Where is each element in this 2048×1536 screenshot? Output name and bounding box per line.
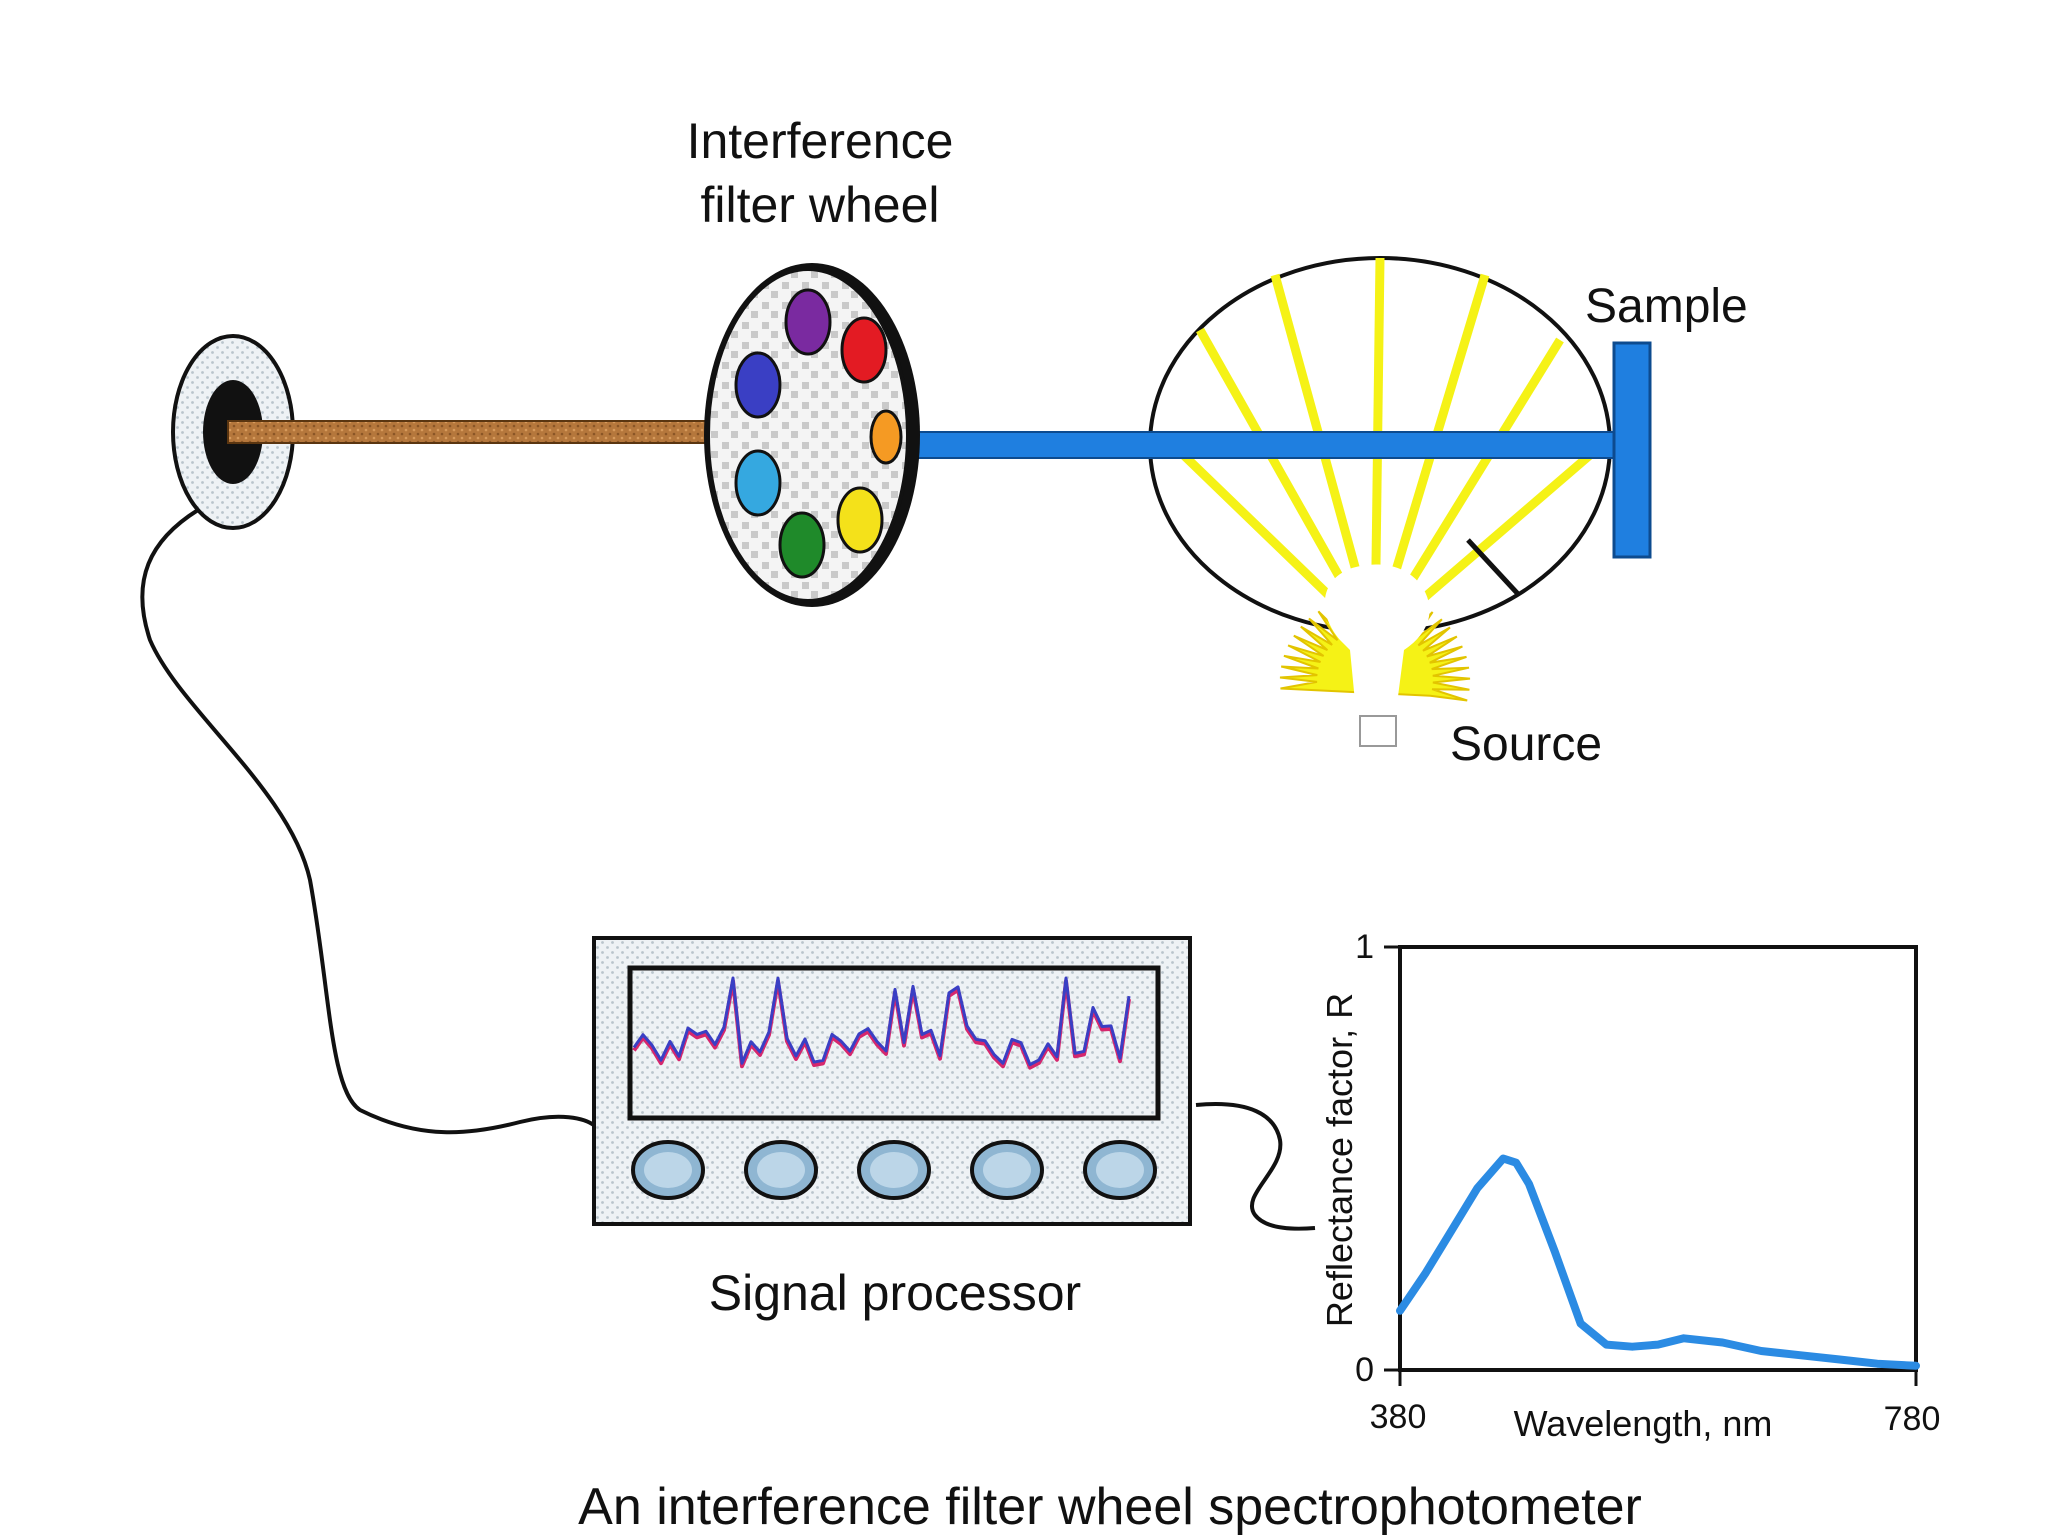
color-filter bbox=[869, 409, 903, 465]
x-tick-label-780: 780 bbox=[1884, 1400, 1941, 1438]
y-tick-label-1: 1 bbox=[1355, 928, 1374, 966]
x-tick-label-380: 380 bbox=[1370, 1398, 1427, 1436]
reflectance-chart: 1 0 380 780 Wavelength, nm Reflectance f… bbox=[1319, 928, 1940, 1444]
y-axis-label: Reflectance factor, R bbox=[1319, 993, 1360, 1327]
filtered-beam bbox=[227, 420, 721, 444]
color-filter bbox=[840, 316, 888, 384]
sample-label: Sample bbox=[1585, 280, 1748, 333]
filter-wheel-label-line1: Interference bbox=[687, 113, 954, 169]
source-label: Source bbox=[1450, 718, 1602, 771]
detector-cable bbox=[140, 508, 597, 1135]
output-cable bbox=[1195, 1102, 1316, 1231]
signal-processor bbox=[592, 936, 1192, 1226]
filter-set bbox=[734, 288, 903, 579]
x-axis-label: Wavelength, nm bbox=[1514, 1403, 1773, 1444]
color-filter bbox=[836, 486, 884, 554]
color-filter bbox=[778, 511, 826, 579]
color-filter bbox=[734, 351, 782, 419]
reflectance-curve bbox=[1396, 1154, 1920, 1370]
signal-processor-label: Signal processor bbox=[709, 1265, 1081, 1321]
sample-plate bbox=[1612, 341, 1652, 559]
interference-filter-wheel bbox=[704, 263, 920, 607]
processor-knobs bbox=[631, 1140, 1157, 1200]
filter-wheel-label-line2: filter wheel bbox=[701, 177, 940, 233]
chart-frame bbox=[1398, 945, 1918, 1372]
color-filter bbox=[784, 288, 832, 356]
diagram-caption: An interference filter wheel spectrophot… bbox=[578, 1478, 1642, 1536]
color-filter bbox=[734, 449, 782, 517]
y-tick-label-0: 0 bbox=[1355, 1351, 1374, 1389]
reflected-beam bbox=[879, 431, 1623, 459]
light-source bbox=[1279, 564, 1471, 747]
